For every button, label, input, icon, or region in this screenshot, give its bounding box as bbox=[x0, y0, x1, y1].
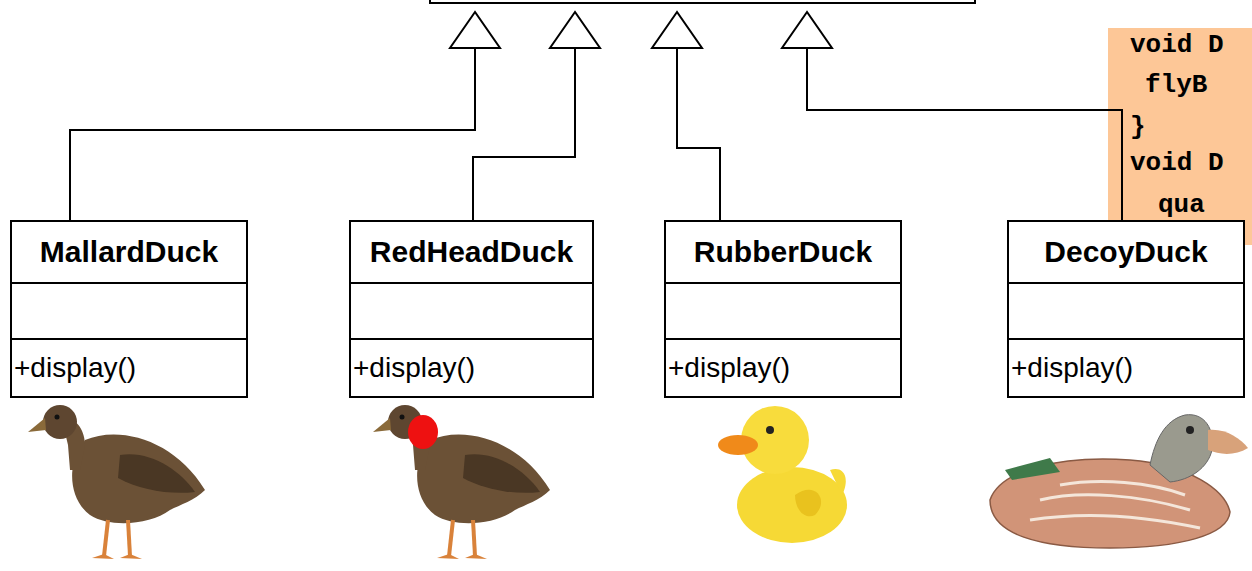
code-note: void D flyB} void D qua bbox=[1108, 28, 1252, 245]
class-name-compartment: RubberDuck bbox=[666, 222, 900, 284]
attribute-compartment bbox=[351, 284, 592, 340]
code-line: } bbox=[1130, 112, 1146, 142]
generalization-arrowhead bbox=[652, 12, 702, 48]
class-name-compartment: DecoyDuck bbox=[1009, 222, 1243, 284]
method-compartment: +display() bbox=[12, 340, 246, 396]
method-compartment: +display() bbox=[351, 340, 592, 396]
mallard-duck-picture bbox=[28, 405, 205, 559]
inheritance-line bbox=[70, 48, 475, 220]
redhead-duck-picture bbox=[373, 405, 550, 559]
class-box: MallardDuck +display() bbox=[10, 220, 248, 398]
superclass-box bbox=[430, 0, 975, 3]
note-background bbox=[1108, 28, 1252, 245]
method-compartment: +display() bbox=[1009, 340, 1243, 396]
generalization-arrowhead bbox=[782, 12, 832, 48]
decoy-duck-picture bbox=[990, 415, 1248, 548]
method-name: +display() bbox=[668, 352, 790, 384]
code-line: void D bbox=[1130, 30, 1224, 60]
attribute-compartment bbox=[666, 284, 900, 340]
inheritance-line bbox=[473, 48, 575, 220]
inheritance-line bbox=[677, 48, 720, 220]
rubber-duck-picture bbox=[718, 406, 847, 543]
class-name-compartment: RedHeadDuck bbox=[351, 222, 592, 284]
attribute-compartment bbox=[1009, 284, 1243, 340]
method-name: +display() bbox=[14, 352, 136, 384]
code-line: flyB bbox=[1145, 70, 1207, 100]
class-name: MallardDuck bbox=[40, 235, 218, 269]
class-name: DecoyDuck bbox=[1044, 235, 1207, 269]
attribute-compartment bbox=[12, 284, 246, 340]
method-compartment: +display() bbox=[666, 340, 900, 396]
class-box: DecoyDuck +display() bbox=[1007, 220, 1245, 398]
class-name: RedHeadDuck bbox=[370, 235, 573, 269]
method-name: +display() bbox=[353, 352, 475, 384]
code-line: qua bbox=[1158, 190, 1205, 220]
class-name-compartment: MallardDuck bbox=[12, 222, 246, 284]
method-name: +display() bbox=[1011, 352, 1133, 384]
inheritance-line bbox=[807, 48, 1122, 222]
class-box: RubberDuck +display() bbox=[664, 220, 902, 398]
generalization-arrowhead bbox=[550, 12, 600, 48]
class-box: RedHeadDuck +display() bbox=[349, 220, 594, 398]
code-line: void D bbox=[1130, 148, 1224, 178]
class-name: RubberDuck bbox=[694, 235, 872, 269]
generalization-arrowhead bbox=[450, 12, 500, 48]
